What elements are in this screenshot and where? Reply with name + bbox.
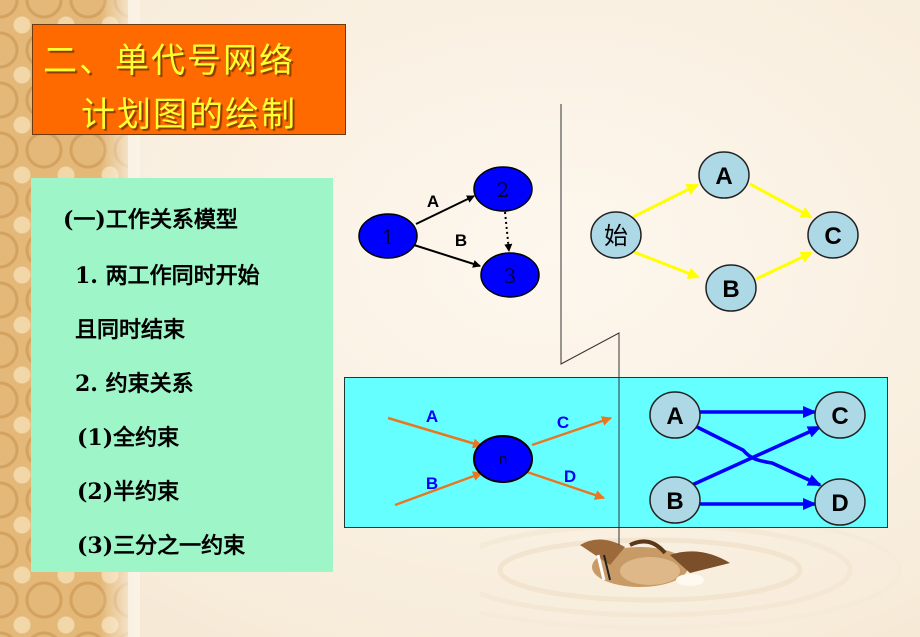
svg-text:D: D <box>564 467 576 486</box>
diagram-constraint-aon: A B C D <box>649 391 866 526</box>
outline-item: (2)半约束 <box>77 479 180 505</box>
svg-text:A: A <box>666 403 683 430</box>
svg-text:A: A <box>715 163 732 190</box>
outline-item: 且同时结束 <box>75 317 186 343</box>
slide-title-line-2: 计划图的绘制 <box>81 95 297 135</box>
svg-text:A: A <box>426 407 438 426</box>
svg-text:C: C <box>557 413 569 432</box>
svg-text:n: n <box>499 451 507 468</box>
divider-line <box>560 104 620 545</box>
outline-item: 2. 约束关系 <box>75 371 194 397</box>
svg-text:3: 3 <box>504 264 517 288</box>
svg-text:C: C <box>824 223 841 250</box>
svg-text:B: B <box>722 276 739 303</box>
outline-heading: (一)工作关系模型 <box>63 207 238 233</box>
outline-item: 1. 两工作同时开始 <box>75 263 260 289</box>
mandarin-duck-decoration <box>580 539 730 587</box>
svg-text:B: B <box>666 488 683 515</box>
svg-text:D: D <box>831 490 848 517</box>
svg-text:2: 2 <box>497 178 510 202</box>
svg-text:C: C <box>831 403 848 430</box>
svg-text:始: 始 <box>604 222 628 250</box>
svg-text:B: B <box>426 474 438 493</box>
outline-item: (1)全约束 <box>77 425 180 451</box>
svg-text:B: B <box>455 231 467 250</box>
outline-item: (3)三分之一约束 <box>77 533 246 559</box>
svg-text:A: A <box>427 192 439 211</box>
svg-text:1: 1 <box>382 225 395 249</box>
slide-title-line-1: 二、单代号网络 <box>43 41 295 81</box>
diagram-aon: 始 A B C <box>590 151 859 312</box>
diagram-constraint-aoa: n A B C D <box>387 407 612 507</box>
diagram-aoa: 1 2 3 A B <box>358 166 540 298</box>
outline-panel: (一)工作关系模型 1. 两工作同时开始 且同时结束 2. 约束关系 (1)全约… <box>31 178 333 572</box>
slide-title-box: 二、单代号网络 计划图的绘制 <box>32 24 346 135</box>
